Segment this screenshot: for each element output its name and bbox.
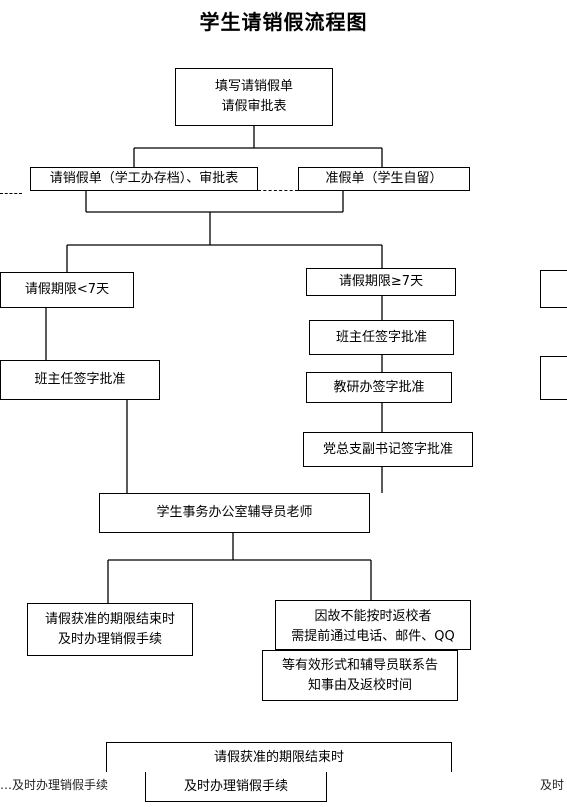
student-affairs-label: 学生事务办公室辅导员老师 <box>156 505 313 520</box>
cannot-return-line-3: 等有效形式和辅导员联系告 <box>281 657 438 673</box>
cannot-return-line-1: 因故不能按时返校者 <box>314 609 432 624</box>
leave-short-label: 请假期限<7天 <box>24 282 110 297</box>
fill-form-line-1: 填写请销假单 <box>214 79 293 94</box>
cannot-return-line-4: 知事由及返校时间 <box>307 677 412 693</box>
final-return-box: 请假获准的期限结束时 <box>106 742 452 772</box>
final-procedure-box: 及时办理销假手续 <box>145 772 327 802</box>
party-secretary-label: 党总支副书记签字批准 <box>322 441 453 457</box>
leave-long-label: 请假期限≥7天 <box>338 274 424 289</box>
teaching-office-box: 教研办签字批准 <box>306 372 452 403</box>
teacher-approve-long-box: 班主任签字批准 <box>309 320 454 355</box>
right-edge-box-1 <box>540 270 567 308</box>
leave-long-box: 请假期限≥7天 <box>306 268 456 296</box>
teacher-approve-short-box: 班主任签字批准 <box>0 360 160 400</box>
return-on-time-line-1: 请假获准的期限结束时 <box>44 611 175 627</box>
cannot-return-box: 因故不能按时返校者 需提前通过电话、邮件、QQ <box>275 600 471 650</box>
office-copy-label: 请销假单（学工办存档）、审批表 <box>49 171 239 186</box>
dash-artifact-1 <box>0 193 22 194</box>
bottom-right-fragment: 及时 <box>540 778 565 792</box>
right-edge-box-2 <box>540 356 567 400</box>
student-affairs-box: 学生事务办公室辅导员老师 <box>99 493 370 533</box>
office-copy-box: 请销假单（学工办存档）、审批表 <box>30 167 258 191</box>
party-secretary-box: 党总支副书记签字批准 <box>303 432 473 467</box>
teaching-office-label: 教研办签字批准 <box>333 379 425 395</box>
cannot-return-continued-box: 等有效形式和辅导员联系告 知事由及返校时间 <box>262 650 458 701</box>
bottom-left-fragment: …及时办理销假手续 <box>0 778 109 792</box>
fill-form-line-2: 请假审批表 <box>221 99 287 114</box>
return-on-time-box: 请假获准的期限结束时 及时办理销假手续 <box>27 603 193 656</box>
final-return-label: 请假获准的期限结束时 <box>213 749 344 765</box>
return-on-time-line-2: 及时办理销假手续 <box>57 631 162 647</box>
page-title: 学生请销假流程图 <box>199 10 368 34</box>
leave-short-box: 请假期限<7天 <box>0 272 134 308</box>
student-copy-box: 准假单（学生自留） <box>298 167 470 191</box>
cannot-return-line-2: 需提前通过电话、邮件、QQ <box>291 629 455 644</box>
teacher-approve-long-label: 班主任签字批准 <box>335 329 427 345</box>
student-copy-label: 准假单（学生自留） <box>325 171 443 186</box>
final-procedure-label: 及时办理销假手续 <box>183 778 288 794</box>
teacher-approve-short-label: 班主任签字批准 <box>34 372 126 387</box>
fill-form-box: 填写请销假单 请假审批表 <box>175 68 333 126</box>
dash-artifact-2 <box>258 190 298 191</box>
